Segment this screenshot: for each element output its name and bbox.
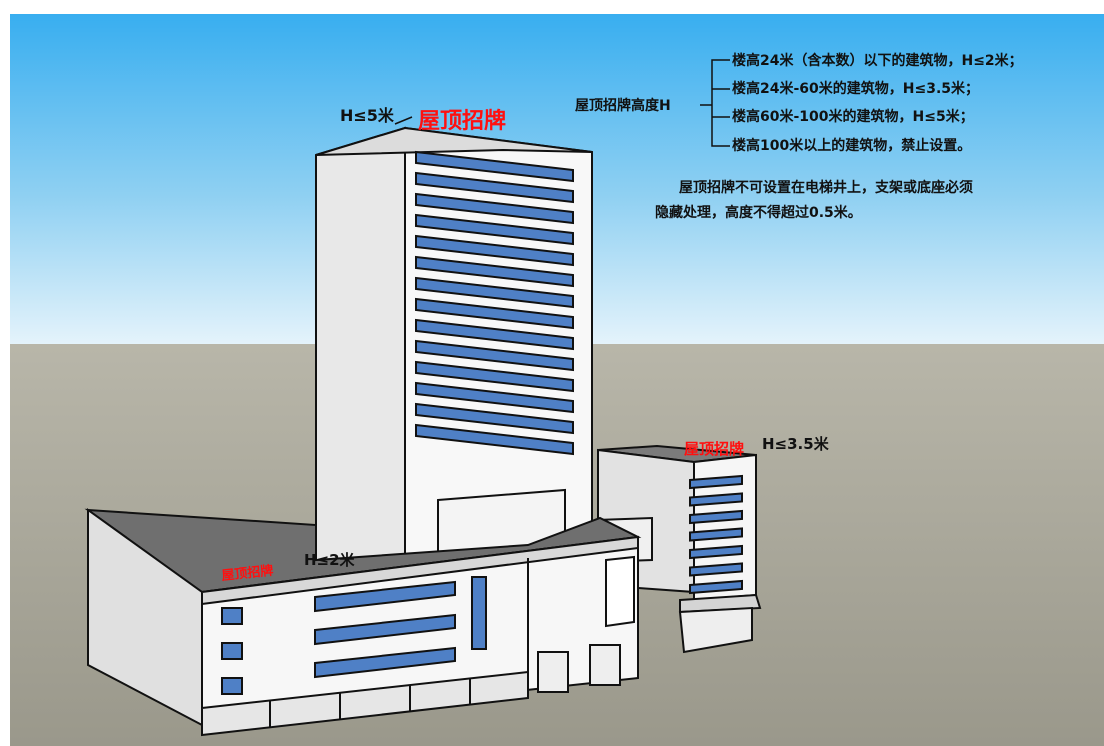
podium-square-window	[221, 677, 243, 695]
side-building-sign: 屋顶招牌	[684, 440, 744, 458]
tower	[315, 126, 593, 562]
legend-rule: 楼高100米以上的建筑物，禁止设置。	[732, 137, 971, 154]
tower-roof-edge	[315, 126, 593, 156]
podium-door	[589, 644, 621, 686]
tower-window-band	[415, 381, 574, 414]
side-building-windows	[689, 474, 743, 595]
legend-bracket	[711, 59, 730, 147]
legend-rule: 楼高24米（含本数）以下的建筑物，H≤2米；	[732, 52, 1023, 69]
tower-window-band	[415, 360, 574, 393]
tower-window-band	[415, 339, 574, 372]
height-rules-legend: 屋顶招牌高度H 楼高24米（含本数）以下的建筑物，H≤2米； 楼高24米-60米…	[575, 52, 1023, 154]
tower-window-band	[415, 234, 574, 267]
tower-windows	[415, 150, 574, 456]
podium-door	[537, 651, 569, 693]
tower-window-band	[415, 318, 574, 351]
podium-height-label: H≤2米	[304, 551, 356, 569]
tower-window-band	[415, 213, 574, 246]
side-building-window-band	[689, 509, 743, 525]
note-line-2: 隐藏处理，高度不得超过0.5米。	[655, 204, 862, 221]
side-building-plinth	[678, 606, 753, 654]
side-building-window-band	[689, 527, 743, 542]
note-line-1: 屋顶招牌不可设置在电梯井上，支架或底座必须	[679, 179, 973, 196]
side-building-window-band	[689, 474, 743, 490]
tower-left-face	[315, 126, 406, 561]
side-building-window-band	[689, 579, 743, 595]
tower-window-band	[415, 276, 574, 309]
side-building-window-band	[689, 544, 743, 560]
podium-tall-window	[605, 555, 635, 628]
legend-rule: 楼高24米-60米的建筑物，H≤3.5米；	[732, 80, 979, 97]
podium-shopfront	[201, 670, 529, 737]
tower-window-band	[415, 297, 574, 330]
tower-window-band	[415, 192, 574, 225]
podium-sign: 屋顶招牌	[221, 563, 274, 584]
side-building-window-band	[689, 492, 743, 507]
tower-sign-leader-line	[394, 116, 413, 125]
podium-window-band	[314, 580, 456, 613]
podium	[84, 508, 642, 737]
tower-window-band	[415, 255, 574, 288]
podium-square-window	[221, 642, 243, 660]
podium-parapet	[201, 535, 639, 606]
tower-window-band	[415, 171, 574, 204]
tower-window-band	[415, 423, 574, 456]
legend-label: 屋顶招牌高度H	[575, 97, 671, 114]
podium-vertical-window	[471, 576, 487, 650]
podium-window-band	[314, 613, 456, 646]
podium-square-window	[221, 607, 243, 625]
tower-sign: 屋顶招牌	[418, 108, 506, 134]
side-building	[595, 444, 762, 654]
legend-rule: 楼高60米-100米的建筑物，H≤5米；	[732, 108, 974, 125]
tower-window-band	[415, 150, 574, 183]
podium-window-band	[314, 646, 456, 679]
tower-window-band	[415, 402, 574, 435]
side-building-height-label: H≤3.5米	[762, 435, 830, 453]
tower-height-label: H≤5米	[340, 106, 395, 125]
side-building-window-band	[689, 562, 743, 577]
